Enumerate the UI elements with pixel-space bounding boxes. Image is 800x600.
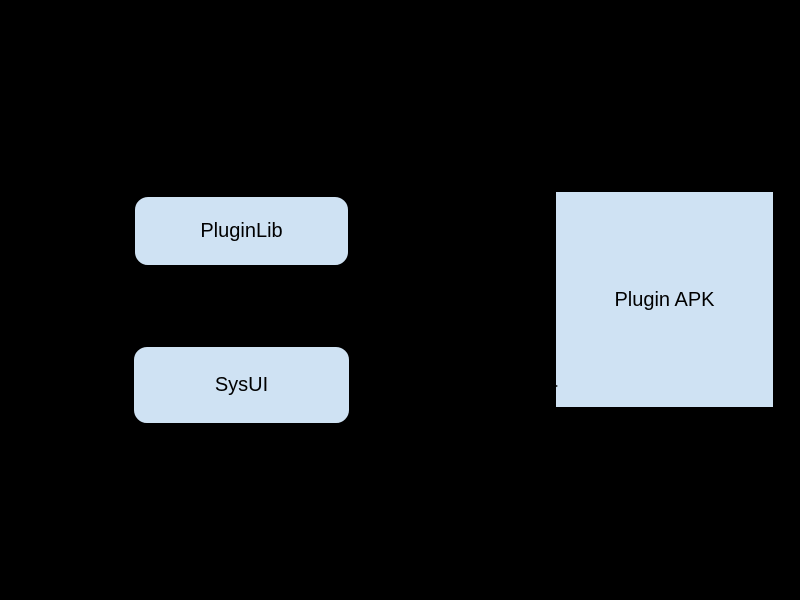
node-plugin-apk: Plugin APK — [555, 191, 774, 408]
node-sysui: SysUI — [132, 345, 351, 425]
node-plugin-apk-label: Plugin APK — [614, 288, 715, 311]
node-pluginlib-label: PluginLib — [200, 220, 283, 242]
connector-line-sysui-to-plugin-apk — [351, 385, 548, 386]
node-sysui-label: SysUI — [214, 374, 269, 396]
node-pluginlib: PluginLib — [133, 195, 350, 267]
arrowhead-icon — [548, 381, 558, 391]
